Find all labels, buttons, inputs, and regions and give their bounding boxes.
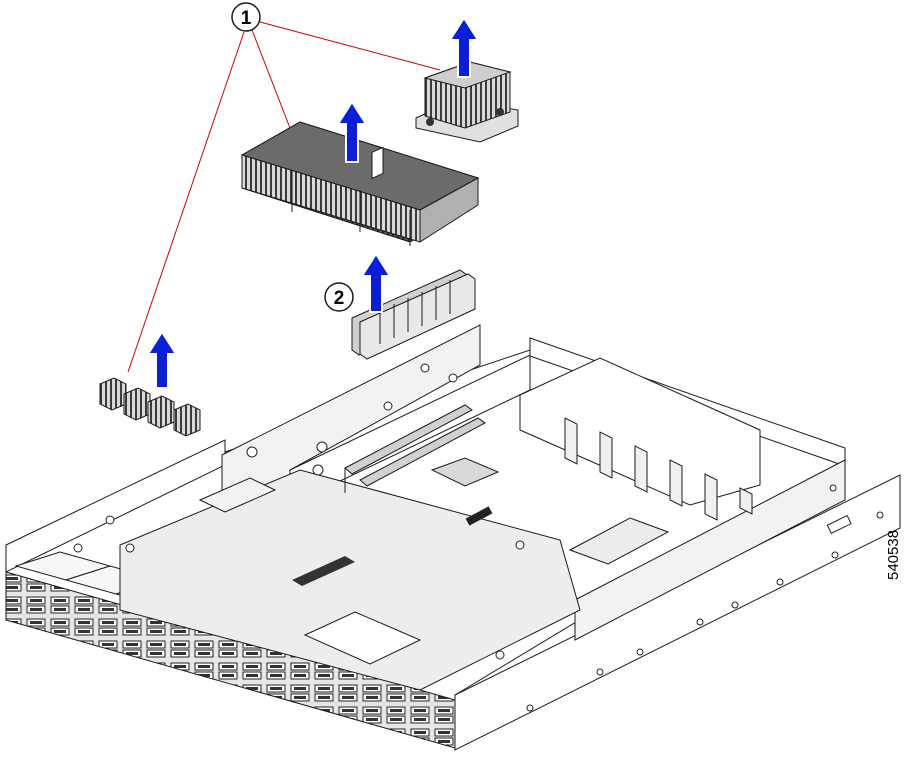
switch-chassis (5, 324, 901, 751)
chassis-screw (73, 543, 83, 553)
psu-bay (198, 477, 277, 513)
lift-up-arrow-icon (336, 100, 368, 163)
chassis-screw (246, 446, 258, 458)
heatsink-row-left (99, 377, 201, 437)
chassis-screw (448, 373, 458, 383)
chassis-label-plate (303, 611, 422, 665)
lift-up-arrow-icon (448, 16, 480, 78)
chassis-screw (495, 650, 505, 660)
chassis-screw (125, 543, 135, 553)
callout-1: 1 (231, 2, 261, 32)
svg-text:2: 2 (334, 288, 345, 309)
heatsink-large (240, 121, 480, 246)
board-connector (292, 556, 355, 586)
motherboard (119, 469, 581, 691)
rail-mounting-holes (526, 484, 884, 712)
chassis-screw (383, 401, 393, 411)
cpu-socket (568, 517, 670, 565)
figure-number: 540538 (885, 530, 902, 580)
chassis-screw (515, 540, 525, 550)
chassis-screw (420, 363, 430, 373)
callout-2: 2 (324, 282, 354, 312)
dimm-modules (351, 146, 476, 360)
asic-grid (440, 462, 490, 481)
lift-up-arrow-icon (360, 252, 392, 313)
heatsink-small (415, 61, 519, 143)
fan-tray (519, 357, 761, 521)
chassis-right-side (574, 459, 846, 641)
svg-text:1: 1 (241, 8, 252, 29)
chassis-screw (105, 515, 115, 525)
callout-leader-lines (127, 21, 441, 373)
chassis-screw (316, 441, 328, 453)
chassis-screw (312, 464, 324, 476)
lift-up-arrow-icon (146, 330, 178, 389)
board-header (465, 506, 493, 526)
dimm-slots (344, 404, 486, 493)
